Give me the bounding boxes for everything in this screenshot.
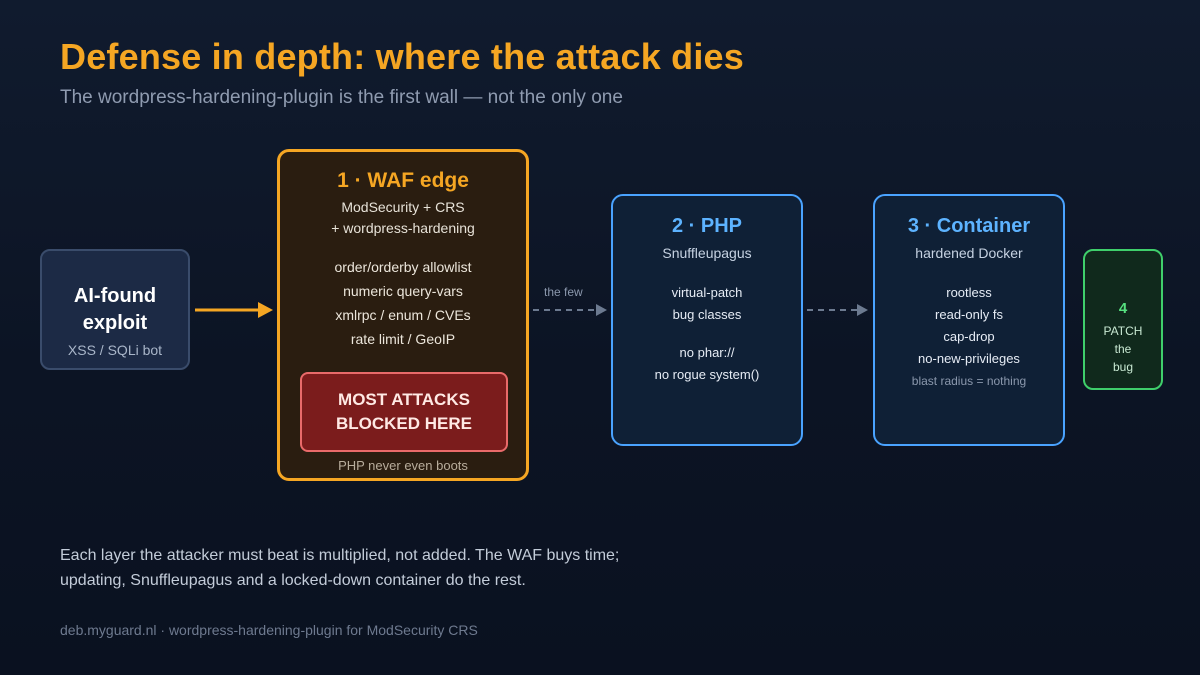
exploit-to-waf-arrow <box>195 302 273 318</box>
bottom-text-line-2: updating, Snuffleupagus and a locked-dow… <box>60 572 526 589</box>
php-feature: bug classes <box>672 307 742 322</box>
php-subtitle: Snuffleupagus <box>662 245 752 261</box>
container-feature: no-new-privileges <box>918 351 1020 366</box>
container-box: 3 · Container hardened Docker rootless r… <box>873 194 1065 446</box>
php-box: 2 · PHP Snuffleupagus virtual-patch bug … <box>611 194 803 446</box>
waf-feature: xmlrpc / enum / CVEs <box>335 307 471 323</box>
container-subtitle: hardened Docker <box>915 245 1023 261</box>
php-title: 2 · PHP <box>671 215 743 237</box>
blocked-line-2: BLOCKED HERE <box>335 414 472 433</box>
php-to-container-arrow <box>807 304 868 316</box>
container-feature: rootless <box>946 285 992 300</box>
exploit-subtitle: XSS / SQLi bot <box>67 342 163 358</box>
patch-word: the <box>1114 342 1132 356</box>
waf-feature: rate limit / GeoIP <box>350 331 456 347</box>
blocked-line-1: MOST ATTACKS <box>338 390 470 409</box>
bottom-text-line-1: Each layer the attacker must beat is mul… <box>60 547 620 564</box>
page-title: Defense in depth: where the attack dies <box>60 36 744 77</box>
exploit-title-line1: AI-found <box>73 285 157 307</box>
exploit-box: AI-found exploit XSS / SQLi bot <box>40 249 190 370</box>
arrow-label-the-few: the few <box>544 285 583 299</box>
waf-title: 1 · WAF edge <box>337 169 469 192</box>
patch-word: PATCH <box>1103 324 1143 338</box>
php-feature: virtual-patch <box>671 285 743 300</box>
container-feature: cap-drop <box>943 329 995 344</box>
most-attacks-blocked-badge: MOST ATTACKS BLOCKED HERE <box>300 372 508 452</box>
container-note: blast radius = nothing <box>911 374 1027 388</box>
patch-box: 4 PATCH the bug <box>1083 249 1163 390</box>
page-subtitle: The wordpress-hardening-plugin is the fi… <box>60 87 623 108</box>
patch-word: bug <box>1112 360 1134 374</box>
patch-number: 4 <box>1118 300 1128 317</box>
exploit-title-line2: exploit <box>82 312 148 334</box>
php-feature: no phar:// <box>679 345 735 360</box>
waf-feature: order/orderby allowlist <box>334 259 472 275</box>
waf-feature: numeric query-vars <box>343 283 463 299</box>
php-feature: no rogue system() <box>654 367 760 382</box>
waf-note: PHP never even boots <box>338 458 468 473</box>
waf-subtitle-2: + wordpress-hardening <box>331 220 475 236</box>
waf-subtitle-1: ModSecurity + CRS <box>341 199 465 215</box>
waf-to-php-arrow <box>533 304 607 316</box>
footer-credit: deb.myguard.nl · wordpress-hardening-plu… <box>60 622 478 638</box>
container-title: 3 · Container <box>907 215 1031 237</box>
container-feature: read-only fs <box>935 307 1003 322</box>
waf-edge-box: 1 · WAF edge ModSecurity + CRS + wordpre… <box>277 149 529 481</box>
exploit-title: AI-found exploit <box>42 283 188 337</box>
